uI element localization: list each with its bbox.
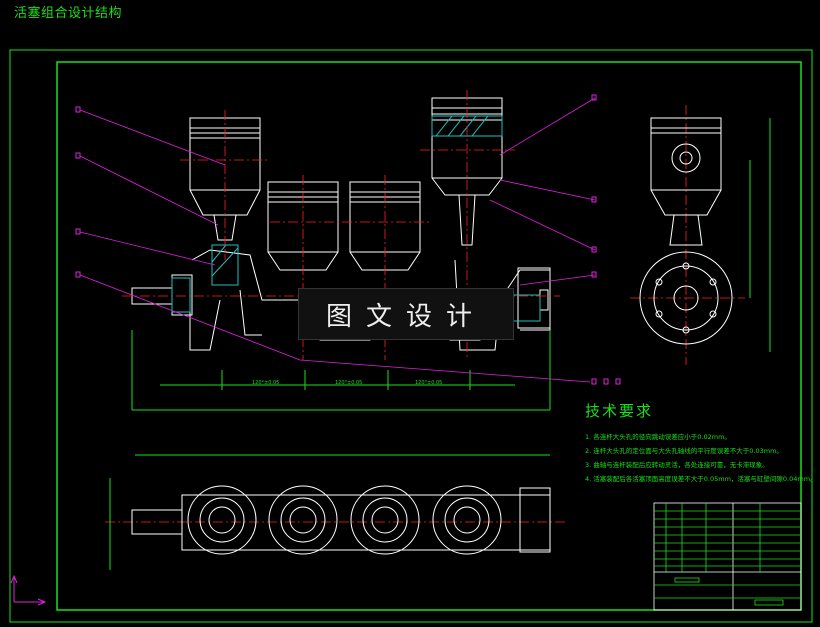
top-view [109,454,551,570]
tech-requirement-item: 3. 曲轴与连杆装配后应转动灵活，各处连接可靠，无卡滞现象。 [585,461,769,469]
watermark: 图文设计 [298,288,514,340]
crank-right-end [517,267,551,329]
tech-requirements-list: 1. 各连杆大头孔的径向跳动误差应小于0.02mm。 2. 连杆大头孔的定位面与… [585,430,817,486]
tech-requirement-item: 2. 连杆大头孔的定位面与大头孔轴线的平行度误差不大于0.03mm。 [585,447,783,455]
tech-requirements-heading: 技术要求 [585,402,654,420]
leader-lines [79,97,596,383]
inner-border [56,61,802,611]
section-hatch [171,115,541,322]
ucs-axis-icon [10,574,47,606]
journal-2 [268,485,338,555]
journal-1 [187,485,257,555]
con-rod-4 [458,194,476,246]
drawing-title: 活塞组合设计结构 [14,6,123,21]
journal-3 [350,485,420,555]
side-view [639,117,771,352]
crank-flange-outer [639,251,733,345]
dim-label-3: 120°±0.05 [415,380,443,386]
title-block [653,502,802,611]
crank-left-flange [171,274,193,316]
outer-border [9,49,813,623]
journal-4 [432,485,502,555]
tech-requirement-item: 4. 活塞装配后各活塞顶面高度误差不大于0.05mm，活塞与缸壁间隙0.04mm… [585,475,817,483]
side-piston [650,117,722,191]
wrist-pin [671,143,701,173]
balloon-markers [75,94,621,385]
dim-label-2: 120°±0.05 [335,380,363,386]
tech-requirement-item: 1. 各连杆大头孔的径向跳动误差应小于0.02mm。 [585,433,731,441]
dim-label-1: 120°±0.05 [252,380,280,386]
top-shaft-left [131,509,183,535]
